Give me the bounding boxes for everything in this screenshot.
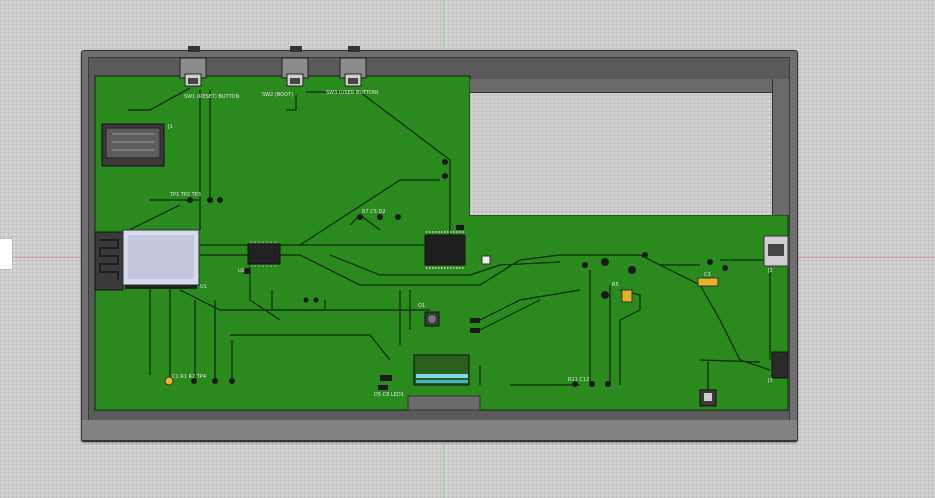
ic-u2[interactable] (247, 241, 281, 267)
label-j3: J3 (767, 378, 773, 384)
switch-sw1[interactable] (179, 57, 207, 87)
label-sw1: SW1 (RESET) BUTTON (184, 94, 239, 100)
cutout-top-frame (470, 79, 775, 93)
label-pads-mid: R7 C5 D2 (362, 209, 386, 215)
label-j1: J1 (167, 124, 173, 130)
capacitor-yellow-2[interactable] (621, 289, 633, 303)
label-u1: U1 (200, 284, 207, 290)
enclosure-front-lip (81, 420, 798, 441)
label-pads-top: TP1 TP2 TP3 (169, 192, 201, 198)
wifi-module-u1[interactable] (122, 229, 200, 289)
pcb-traces (124, 87, 771, 390)
port-slot-right (348, 46, 360, 52)
viewport-side-tab[interactable] (0, 238, 13, 270)
label-q1: Q1 (418, 303, 425, 309)
ic-main[interactable] (424, 231, 491, 269)
led-connector-area[interactable] (407, 311, 481, 411)
switch-sw2[interactable] (281, 57, 309, 87)
small-components (187, 159, 728, 390)
sd-card-connector-j1[interactable] (101, 123, 165, 167)
connector-bottom-right[interactable] (699, 389, 717, 407)
label-c3: C3 (704, 272, 711, 278)
capacitor-yellow-1[interactable] (697, 277, 719, 287)
board-cutout-region (470, 79, 788, 215)
connector-j3[interactable] (771, 351, 789, 379)
usb-connector-j2[interactable] (763, 235, 789, 267)
label-sw3: SW3 (USER BUTTON) (326, 90, 379, 96)
switch-sw3[interactable] (339, 57, 367, 87)
label-r5: R5 (612, 282, 619, 288)
cutout-right-frame (772, 79, 789, 215)
capacitor-yellow-3[interactable] (164, 376, 174, 386)
port-slot-left (188, 46, 200, 52)
label-j2: J2 (767, 268, 773, 274)
label-bottom-mid: D5 C8 LED1 (374, 392, 404, 398)
label-u2: U2 (238, 268, 245, 274)
port-slot-mid (290, 46, 302, 52)
label-bottom-right: R11 C12 (568, 377, 589, 383)
antenna-area (94, 231, 124, 291)
label-bottom-left: C1 R1 R2 TP4 (172, 374, 206, 380)
label-sw2: SW2 (BOOT) (262, 92, 293, 98)
